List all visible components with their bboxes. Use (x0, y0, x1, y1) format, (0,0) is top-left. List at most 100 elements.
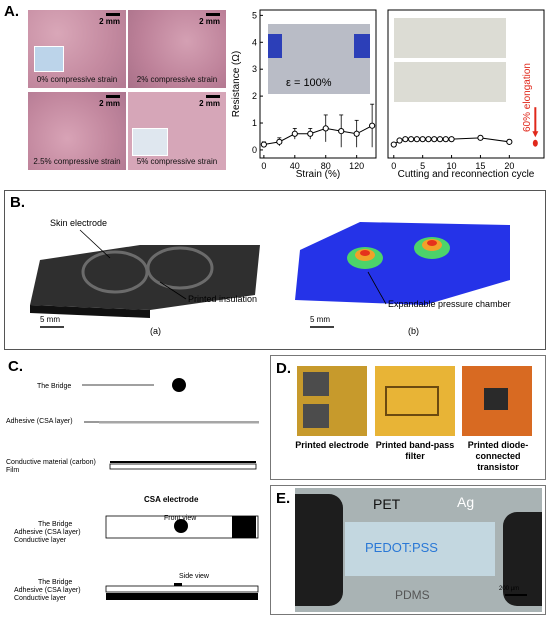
bridge-symbol (174, 519, 188, 533)
bridge-label-3: The Bridge (38, 579, 72, 586)
x-tick-label: 40 (290, 161, 300, 171)
chamber-label: Expandable pressure chamber (388, 299, 511, 309)
scale-a-label: 5 mm (40, 315, 60, 324)
data-point (353, 130, 360, 137)
data-point (408, 136, 415, 143)
pdms-label: PDMS (395, 588, 430, 602)
conductive-pad (232, 516, 256, 538)
ag-electrode-left (295, 494, 343, 606)
x-tick-label: 10 (447, 161, 457, 171)
data-point (477, 134, 484, 141)
scale-bar: 2 mm (199, 13, 220, 26)
printed-electrode-image (297, 366, 367, 436)
panel-d-label: D. (276, 360, 291, 377)
micrograph-2: 2 mm 2.5% compressive strain (28, 92, 126, 170)
elongation-label: 60% elongation (522, 63, 533, 132)
conductive-side (106, 593, 258, 600)
data-point (402, 136, 409, 143)
x-tick-label: 20 (504, 161, 514, 171)
bridge-side (174, 583, 182, 586)
micrograph-caption: 0% compressive strain (36, 75, 118, 84)
data-point (425, 136, 432, 143)
data-point (448, 136, 455, 143)
ag-electrode-right (503, 512, 542, 606)
micrograph-caption: 2.5% compressive strain (33, 157, 121, 166)
data-point (338, 127, 345, 135)
pressure-peak-2 (427, 240, 437, 246)
leader-line (367, 271, 387, 305)
micrograph-caption: 2% compressive strain (136, 75, 218, 84)
elongation-point (532, 139, 538, 147)
diode-transistor-image (462, 366, 532, 436)
data-point (506, 138, 513, 145)
panel-d (270, 355, 546, 480)
x-tick-label: 120 (349, 161, 364, 171)
caption-b: (b) (408, 326, 419, 336)
y-tick-label: 4 (252, 37, 257, 47)
x-tick-label: 15 (475, 161, 485, 171)
leader-line (159, 281, 187, 300)
pedot-label: PEDOT:PSS (365, 540, 438, 555)
bridge-label-2: The Bridge (38, 521, 72, 528)
scale-label: 200 µm (499, 586, 520, 592)
x-axis-label: Cutting and reconnection cycle (398, 169, 535, 180)
panel-c-diagram: The Bridge Adhesive (CSA layer) Conducti… (6, 378, 259, 602)
bridge-symbol (172, 378, 186, 392)
data-point (431, 136, 438, 143)
elongation-arrow-head (532, 131, 539, 138)
data-point (436, 136, 444, 143)
film-label: Film (6, 467, 19, 474)
sample-inset (34, 46, 64, 72)
strain-inset-label: ε = 100% (286, 77, 332, 89)
micrograph-caption: 5% compressive strain (136, 157, 218, 166)
panel-b-diagram: Skin electrode Printed insulation 5 mm (… (30, 218, 511, 336)
data-point (291, 130, 298, 137)
scale-bar: 2 mm (199, 95, 220, 108)
panel-c-label: C. (8, 358, 23, 375)
front-view-frame (105, 515, 259, 539)
pedot-channel (345, 522, 495, 576)
caption-a: (a) (150, 326, 161, 336)
leader-line (79, 229, 111, 259)
data-point (369, 122, 376, 129)
data-point (419, 136, 426, 143)
micrograph-1: 2 mm 2% compressive strain (128, 10, 226, 88)
data-point (390, 141, 397, 148)
data-point (260, 141, 267, 148)
adhesive-side (105, 585, 259, 593)
data-point (322, 125, 329, 132)
panel-b (4, 190, 546, 350)
skin-electrode-label: Skin electrode (50, 218, 107, 228)
cut-photo-1 (394, 18, 506, 58)
y-tick-label: 1 (252, 118, 257, 128)
glove-left (268, 34, 282, 58)
conductive-label-3: Conductive layer (14, 595, 67, 602)
scale-bar (505, 594, 527, 596)
filter-trace (385, 386, 439, 416)
printed-insulation-label: Printed insulation (188, 294, 257, 304)
panel-e-label: E. (276, 490, 291, 507)
film-layer (109, 463, 257, 470)
simulation-body (295, 222, 510, 305)
adhesive-layer (99, 421, 259, 424)
ag-label: Ag (457, 494, 475, 510)
glove-right (354, 34, 370, 58)
skin-electrode-ring-2 (146, 246, 214, 290)
x-tick-label: 80 (321, 161, 331, 171)
pressure-peak-1 (360, 250, 370, 256)
micrograph-3: 2 mm 5% compressive strain (128, 92, 226, 170)
conductive-material-label: Conductive material (carbon) (6, 459, 96, 466)
y-tick-label: 2 (252, 91, 257, 101)
pet-label: PET (373, 496, 401, 512)
band-pass-filter-image (375, 366, 455, 436)
plot-frame (259, 9, 377, 159)
data-point (307, 130, 314, 137)
x-tick-label: 5 (420, 161, 425, 171)
adhesive-label: Adhesive (CSA layer) (6, 418, 73, 425)
electrode-pad (303, 372, 329, 396)
electrode-pad (303, 404, 329, 428)
skin-electrode-ring-1 (81, 250, 149, 294)
y-tick-label: 3 (252, 64, 257, 74)
